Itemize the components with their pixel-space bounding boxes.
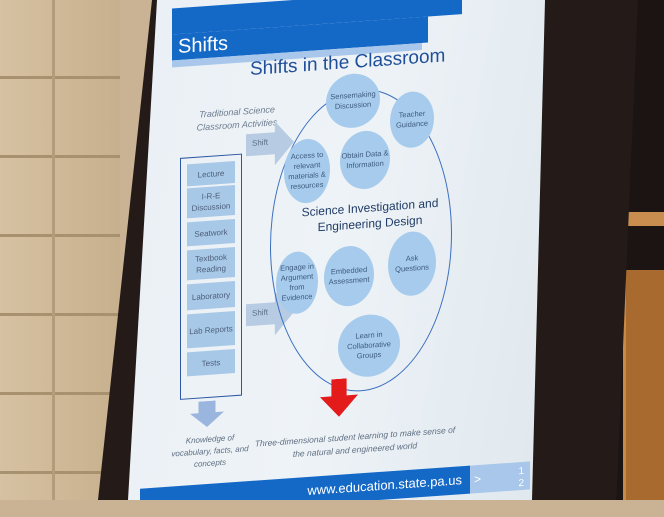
- wall-background: [0, 0, 120, 500]
- activity-item: Tests: [187, 349, 235, 377]
- shelf: [628, 212, 664, 226]
- shift-label: Shift: [252, 307, 269, 318]
- activity-item: Laboratory: [187, 281, 235, 311]
- activity-item: Lab Reports: [187, 311, 235, 349]
- activity-item: I-R-E Discussion: [187, 185, 235, 219]
- cabinet: [623, 270, 664, 500]
- down-arrow-icon: [190, 400, 224, 428]
- activity-item: Textbook Reading: [187, 247, 235, 281]
- footer-page-panel: > 1 2: [470, 461, 530, 494]
- footer-url: www.education.state.pa.us: [140, 465, 470, 500]
- activity-item: Seatwork: [187, 219, 235, 247]
- shifted-outcome: Three-dimensional student learning to ma…: [254, 424, 456, 460]
- slide: Shifts Shifts in the Classroom Tradition…: [140, 0, 545, 500]
- activity-item: Lecture: [187, 161, 235, 187]
- shift-label: Shift: [252, 137, 269, 148]
- page-number: 1 2: [518, 465, 524, 490]
- projection-screen: Shifts Shifts in the Classroom Tradition…: [128, 0, 545, 500]
- traditional-activities-box: Lecture I-R-E Discussion Seatwork Textbo…: [180, 153, 242, 400]
- wall-seam: [52, 0, 55, 500]
- chevron-right-icon: >: [474, 471, 482, 487]
- traditional-outcome: Knowledge of vocabulary, facts, and conc…: [171, 433, 249, 469]
